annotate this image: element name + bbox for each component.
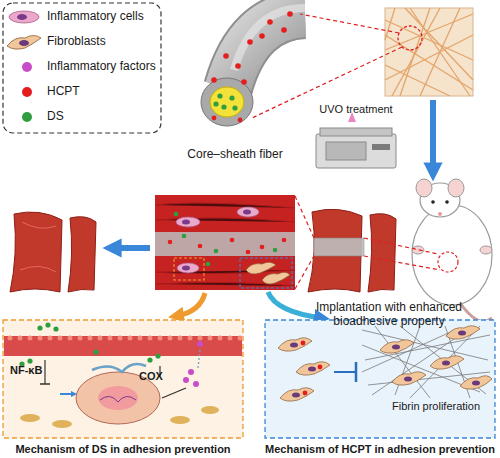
- legend-frame: [3, 3, 161, 133]
- legend-text: Inflammatory factors: [47, 59, 156, 73]
- legend-row: Inflammatory factors: [3, 58, 161, 76]
- node-text: UVO treatment: [319, 103, 392, 116]
- uvo-device: UVO treatment: [300, 103, 412, 171]
- legend-swatch: [22, 62, 32, 72]
- tissue-pieces: [10, 212, 96, 292]
- process-arrow: [430, 100, 436, 172]
- hcpt-mechanism-panel: [265, 320, 495, 438]
- core-sheath-fiber: [201, 8, 305, 126]
- legend-fibroblast-icon: [7, 36, 41, 50]
- legend-text: HCPT: [47, 84, 80, 98]
- legend-row: Inflammatory cells: [3, 8, 161, 26]
- mechanism-panel: Mechanism of HCPT in adhesion prevention: [265, 320, 495, 456]
- zoom-leader: [295, 196, 440, 289]
- zoom-leader: [252, 14, 402, 118]
- legend: Inflammatory cellsFibroblastsInflammator…: [3, 3, 161, 133]
- legend-row: HCPT: [3, 83, 161, 101]
- uvo-machine: [316, 112, 396, 168]
- legend-swatch: [22, 112, 32, 122]
- implant-tissue: Implantation with enhanced bioadhesive p…: [300, 200, 478, 329]
- legend-row: DS: [3, 108, 161, 126]
- legend-row: Fibroblasts: [3, 33, 161, 51]
- process-arrow: [268, 292, 322, 318]
- node-text: Implantation with enhanced bioadhesive p…: [300, 301, 478, 329]
- pathway-label: NF-κB: [10, 364, 42, 376]
- node-text: Core–sheath fiber: [187, 148, 282, 162]
- legend-swatch: [22, 87, 32, 97]
- fiber-illustration: Core–sheath fiber: [160, 5, 310, 162]
- legend-text: Inflammatory cells: [47, 9, 144, 23]
- mechanism-panel: Mechanism of DS in adhesion prevention: [3, 320, 243, 456]
- mouse: [412, 179, 492, 321]
- ds-mechanism-panel: [3, 320, 243, 438]
- enzyme-label: COX: [139, 370, 163, 382]
- legend-text: Fibroblasts: [47, 34, 106, 48]
- process-label: Fibrin proliferation: [392, 400, 480, 412]
- legend-inflammatory-cell-icon: [9, 11, 39, 23]
- tissue-section: [155, 195, 295, 290]
- node-text: Mechanism of DS in adhesion prevention: [15, 443, 230, 456]
- fiber-mesh: [385, 8, 473, 96]
- legend-text: DS: [47, 109, 64, 123]
- process-arrow: [176, 293, 205, 316]
- implanted-tissue: [308, 209, 396, 292]
- process-arrow: [112, 245, 150, 251]
- node-text: Mechanism of HCPT in adhesion prevention: [265, 443, 495, 456]
